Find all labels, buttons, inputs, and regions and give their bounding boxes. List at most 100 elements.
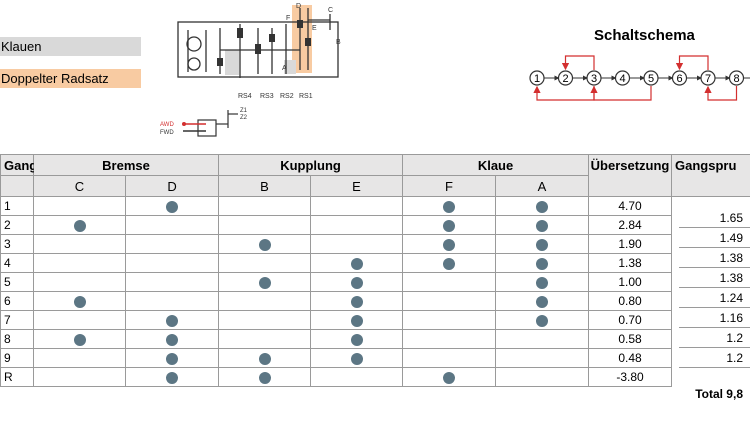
cell-a [495,272,590,292]
schema-node [614,70,631,86]
cell-a [495,348,590,368]
cell-c [33,367,126,387]
rs1-label: RS1 [299,93,313,100]
cell-c [33,329,126,349]
engaged-dot [536,200,549,213]
rs2-label: RS2 [280,93,294,100]
schema-node [586,70,602,86]
cell-f [402,234,497,254]
letter-e: E [312,25,317,32]
engaged-dot [258,352,271,365]
engaged-dot [166,371,178,384]
cell-c [33,310,126,330]
cell-f [402,329,497,349]
gangsprung-value: 1.49 [679,228,750,248]
cell-e [310,253,404,273]
cell-e [310,367,404,387]
schema-skip-arrow [533,85,595,101]
engaged-dot [443,238,456,251]
cell-b [218,367,312,387]
cell-d [124,196,220,216]
cell-f [402,196,497,216]
engaged-dot [73,333,86,346]
sub-a: A [495,175,590,197]
awd-label: AWD [160,122,174,128]
engaged-dot [166,352,178,365]
gang-cell: R [0,367,34,387]
letter-c: C [328,7,333,14]
cell-b [218,215,312,235]
cell-b [218,348,312,368]
cell-d [124,272,220,292]
cell-f [402,310,497,330]
letter-a: A [282,65,287,72]
cell-c [33,196,126,216]
cell-d [124,234,220,254]
engaged-dot [350,333,363,346]
ratio-cell: 4.70 [588,196,673,216]
cell-b [218,291,312,311]
cell-c [33,291,126,311]
cell-c [33,348,126,368]
engaged-dot [258,238,271,251]
engaged-dot [536,238,549,251]
engaged-dot [350,295,363,308]
ratio-cell: 1.90 [588,234,673,254]
letter-b: B [336,39,341,46]
z2-label: Z2 [240,115,248,121]
cell-a [495,234,590,254]
cell-b [218,310,312,330]
sub-e: E [310,175,404,197]
engaged-dot [73,219,86,232]
cell-b [218,272,312,292]
cell-e [310,272,404,292]
cell-f [402,215,497,235]
cell-f [402,367,497,387]
cell-d [124,310,220,330]
cell-d [124,329,220,349]
cell-f [402,348,497,368]
ratio-cell: 0.70 [588,310,673,330]
letter-d: D [296,3,301,10]
rs3-label: RS3 [260,93,274,100]
engaged-dot [350,276,363,289]
cell-a [495,291,590,311]
gangsprung-value: 1.38 [679,248,750,268]
cell-c [33,253,126,273]
engaged-dot [166,200,178,213]
cell-d [124,348,220,368]
gang-cell: 5 [0,272,34,292]
schema-node-label: 5 [648,73,654,85]
gang-cell: 1 [0,196,34,216]
gang-cell: 4 [0,253,34,273]
cell-f [402,272,497,292]
schema-node-label: 7 [705,73,711,85]
cell-f [402,253,497,273]
ratio-cell: 2.84 [588,215,673,235]
schema-skip-arrow [590,85,652,101]
schema-node [643,70,659,86]
ratio-cell: 1.00 [588,272,673,292]
cell-a [495,196,590,216]
cell-e [310,234,404,254]
cell-f [402,291,497,311]
gangsprung-value: 1.38 [679,268,750,288]
engaged-dot [443,371,456,384]
ratio-cell: 0.48 [588,348,673,368]
ratio-cell: 1.38 [588,253,673,273]
gangsprung-total: Total 9,8 [679,384,750,404]
schema-node-label: 2 [562,73,568,85]
cell-c [33,234,126,254]
engaged-dot [258,371,271,384]
schema-node [728,70,745,86]
engaged-dot [536,314,549,327]
sub-d: D [124,175,220,197]
group-kupplung: Kupplung [218,154,404,176]
